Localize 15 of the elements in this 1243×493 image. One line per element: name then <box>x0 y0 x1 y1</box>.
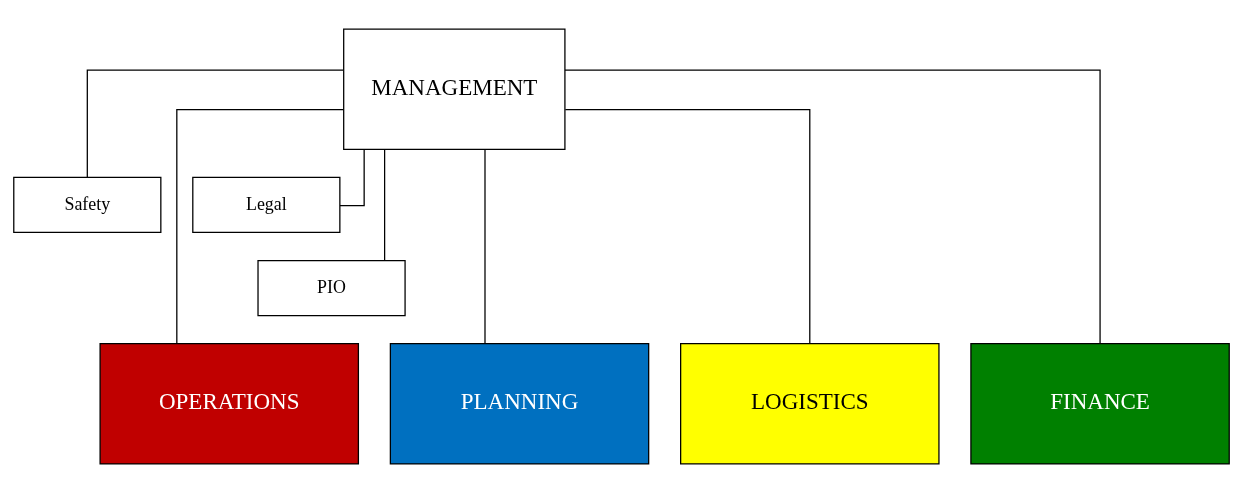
node-box: Legal <box>192 176 341 234</box>
node-box: LOGISTICS <box>680 343 940 465</box>
connector <box>484 148 486 344</box>
connector <box>86 69 344 178</box>
node-box: Safety <box>13 176 162 234</box>
connector <box>383 148 386 261</box>
connector <box>564 69 1101 344</box>
node-box: PLANNING <box>389 343 650 465</box>
node-box: FINANCE <box>970 343 1230 465</box>
node-box: MANAGEMENT <box>343 28 566 150</box>
node-box: OPERATIONS <box>99 343 360 465</box>
connector <box>176 109 345 345</box>
connector <box>339 148 365 207</box>
connector <box>564 109 811 345</box>
node-box: PIO <box>257 259 406 317</box>
